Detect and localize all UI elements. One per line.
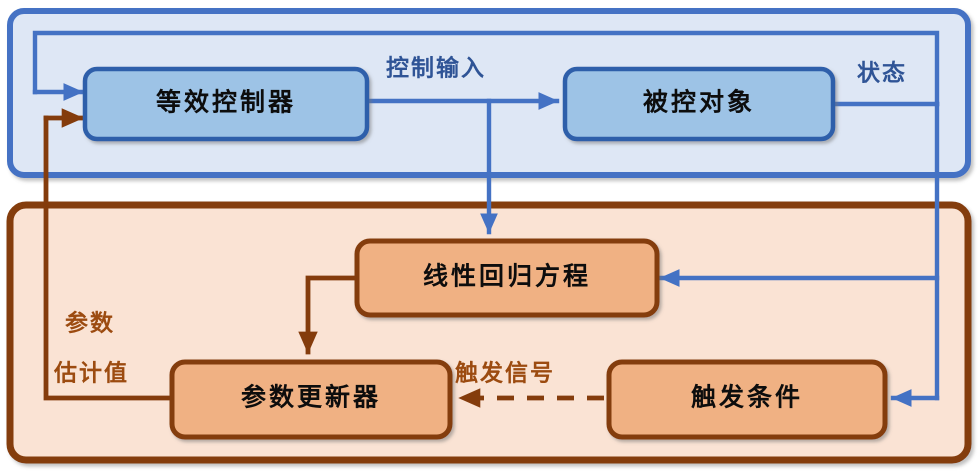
block-parameter-updater[interactable]: 参数更新器 xyxy=(169,359,453,440)
edge-label-state: 状态 xyxy=(857,59,907,85)
edge-parameter-estimate-path xyxy=(43,115,173,401)
block-controlled-plant-label: 被控对象 xyxy=(643,89,755,117)
edge-label-parameter-estimate-line2: 估计值 xyxy=(53,359,129,385)
block-trigger-condition[interactable]: 触发条件 xyxy=(606,359,888,440)
block-parameter-updater-box[interactable] xyxy=(169,359,453,440)
block-controlled-plant-box[interactable] xyxy=(562,66,836,142)
blue-signal-paths xyxy=(32,30,940,407)
block-trigger-condition-label: 触发条件 xyxy=(691,383,803,412)
edge-label-control-input: 控制输入 xyxy=(386,54,486,80)
block-equivalent-controller-label: 等效控制器 xyxy=(156,88,296,117)
block-trigger-condition-box[interactable] xyxy=(606,359,888,440)
block-linear-regression-equation-box[interactable] xyxy=(354,238,660,318)
edge-label-trigger-signal: 触发信号 xyxy=(455,359,555,385)
block-equivalent-controller[interactable]: 等效控制器 xyxy=(82,66,370,142)
edge-state-feedback-top-loop xyxy=(32,30,940,107)
brown-signal-paths xyxy=(43,108,359,401)
block-parameter-updater-label: 参数更新器 xyxy=(241,383,381,412)
block-linear-regression-equation[interactable]: 线性回归方程 xyxy=(354,238,660,318)
edge-regression-to-updater xyxy=(298,275,359,355)
block-linear-regression-equation-label: 线性回归方程 xyxy=(423,262,591,291)
edge-label-parameter-estimate-line1: 参数 xyxy=(65,309,115,335)
block-controlled-plant[interactable]: 被控对象 xyxy=(562,66,836,142)
block-equivalent-controller-box[interactable] xyxy=(82,66,370,142)
